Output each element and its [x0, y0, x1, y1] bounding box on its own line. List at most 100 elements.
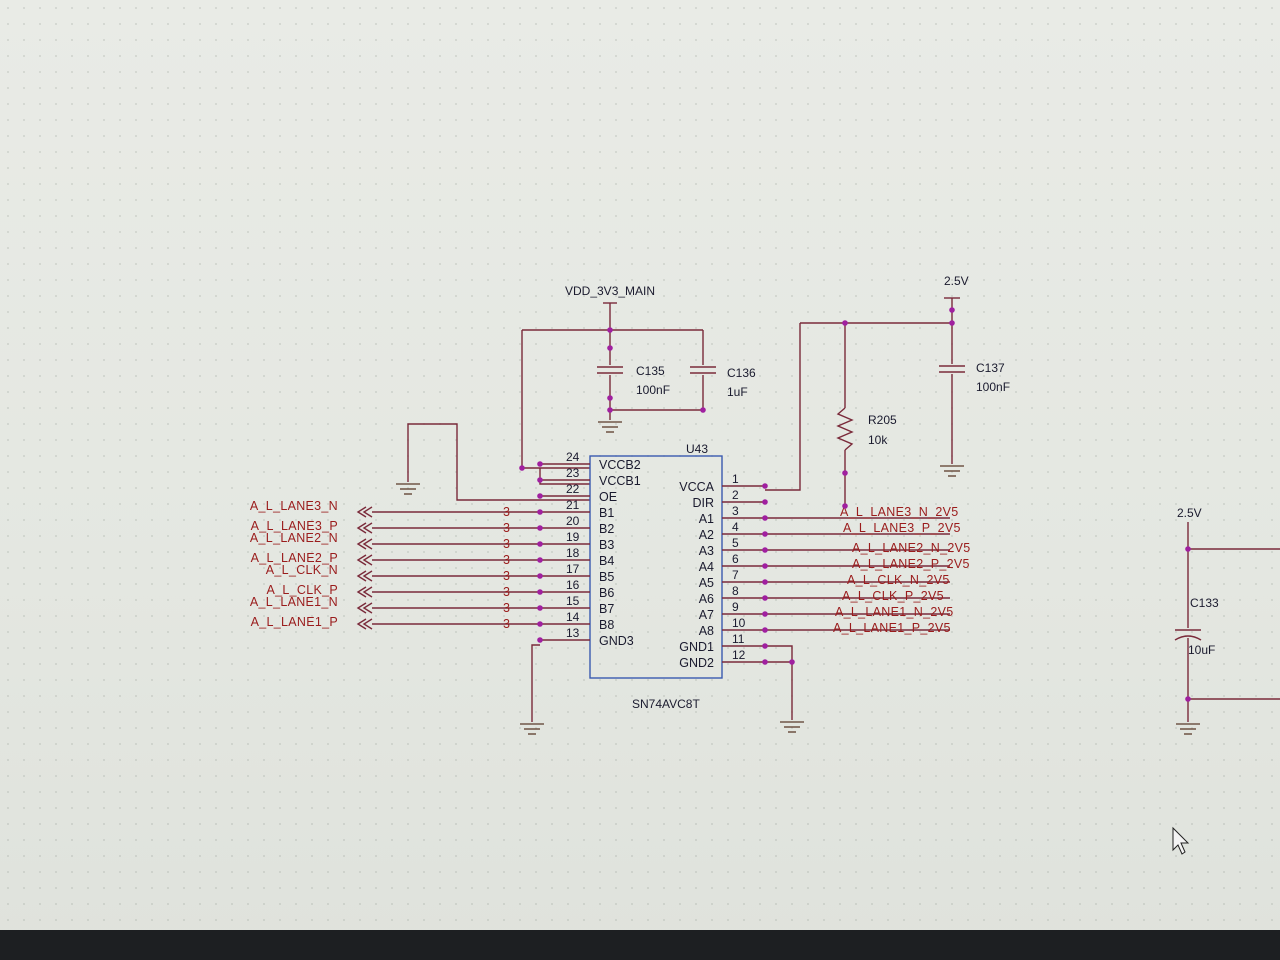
junction-dot [700, 407, 706, 413]
off-sheet-connector-icon [356, 618, 373, 630]
junction-dot [842, 470, 848, 476]
ic-pin-number-17: 17 [566, 562, 580, 576]
ic-pin-name-b5: B5 [599, 570, 614, 584]
left-net-label-3[interactable]: A_L_LANE2_N [250, 531, 338, 545]
off-sheet-connector-icon [356, 602, 373, 614]
c135-ref: C135 [636, 364, 665, 378]
capacitor-c136[interactable] [610, 330, 716, 411]
left-net-label-4[interactable]: A_L_LANE2_P [251, 551, 338, 565]
junction-dot [519, 465, 525, 471]
left-net-label-7[interactable]: A_L_LANE1_N [250, 595, 338, 609]
junction-dot [537, 541, 543, 547]
schematic-canvas[interactable]: VDD_3V3_MAIN C135 100nF C136 1uF [0, 0, 1280, 930]
off-sheet-connector-icon [356, 586, 373, 598]
right-net-label-2[interactable]: A_L_LANE3_P_2V5 [843, 521, 961, 535]
left-net-label-2[interactable]: A_L_LANE3_P [251, 519, 338, 533]
capacitor-c133[interactable] [1174, 522, 1280, 722]
ic-pin-name-dir: DIR [692, 496, 714, 510]
resistor-r205[interactable] [836, 323, 854, 506]
junction-dot [537, 637, 543, 643]
ic-pin-number-10: 10 [732, 616, 746, 630]
ic-pin-number-22: 22 [566, 482, 580, 496]
junction-dot [537, 525, 543, 531]
vdd-3v3-net-label[interactable]: VDD_3V3_MAIN [565, 284, 655, 298]
sheet-ref-8: 3 [503, 617, 510, 631]
ic-pin-name-b3: B3 [599, 538, 614, 552]
ic-pin-name-gnd2: GND2 [679, 656, 714, 670]
ic-pin-name-b8: B8 [599, 618, 614, 632]
ic-pin-number-15: 15 [566, 594, 580, 608]
junction-dot [537, 589, 543, 595]
junction-dot [762, 643, 768, 649]
ic-pin-name-a6: A6 [699, 592, 714, 606]
off-sheet-connector-icon [356, 522, 373, 534]
c137-value: 100nF [976, 380, 1010, 394]
junction-dot [537, 509, 543, 515]
sheet-ref-2: 3 [503, 521, 510, 535]
ic-reference: U43 [686, 442, 708, 456]
ic-u43-body[interactable] [589, 455, 723, 679]
vccb1-wire [539, 468, 590, 485]
off-sheet-connector-icon [356, 538, 373, 550]
monitor-bezel [0, 930, 1280, 960]
ic-pin-number-9: 9 [732, 600, 739, 614]
vcca-wire [765, 322, 952, 491]
ic-pin-number-19: 19 [566, 530, 580, 544]
junction-dot [762, 611, 768, 617]
right-net-label-6[interactable]: A_L_CLK_P_2V5 [842, 589, 944, 603]
junction-dot [949, 307, 955, 313]
junction-dot [1185, 696, 1191, 702]
junction-dot [762, 531, 768, 537]
right-net-label-8[interactable]: A_L_LANE1_P_2V5 [833, 621, 951, 635]
ic-pin-number-8: 8 [732, 584, 739, 598]
ground-symbol-gnd12 [780, 721, 804, 733]
junction-dot [949, 320, 955, 326]
sheet-ref-4: 3 [503, 553, 510, 567]
ground-symbol-c135 [598, 421, 622, 433]
junction-dot [607, 327, 613, 333]
junction-dot [762, 627, 768, 633]
ic-pin-number-21: 21 [566, 498, 580, 512]
left-net-label-1[interactable]: A_L_LANE3_N [250, 499, 338, 513]
junction-dot [789, 659, 795, 665]
sheet-ref-7: 3 [503, 601, 510, 615]
capacitor-c137[interactable] [939, 323, 965, 464]
sheet-ref-1: 3 [503, 505, 510, 519]
junction-dot [762, 563, 768, 569]
left-net-label-6[interactable]: A_L_CLK_P [267, 583, 339, 597]
right-net-label-5[interactable]: A_L_CLK_N_2V5 [847, 573, 950, 587]
junction-dot [762, 515, 768, 521]
right-net-label-3[interactable]: A_L_LANE2_N_2V5 [852, 541, 970, 555]
left-net-label-8[interactable]: A_L_LANE1_P [251, 615, 338, 629]
ic-pin-name-b7: B7 [599, 602, 614, 616]
left-net-label-5[interactable]: A_L_CLK_N [266, 563, 338, 577]
ic-pin-name-a2: A2 [699, 528, 714, 542]
rail-2v5-top-label[interactable]: 2.5V [944, 274, 969, 288]
c136-ref: C136 [727, 366, 756, 380]
rail-2v5-right-label[interactable]: 2.5V [1177, 506, 1202, 520]
ground-symbol-oe [396, 483, 420, 495]
ic-pin-number-14: 14 [566, 610, 580, 624]
sheet-ref-6: 3 [503, 585, 510, 599]
ic-pin-number-23: 23 [566, 466, 580, 480]
junction-dot [537, 621, 543, 627]
ic-left-pins: 24VCCB223VCCB122OE21B120B219B318B417B516… [540, 450, 641, 648]
junction-dot [762, 483, 768, 489]
right-net-label-4[interactable]: A_L_LANE2_P_2V5 [852, 557, 970, 571]
ic-pin-name-b4: B4 [599, 554, 614, 568]
ic-pin-number-2: 2 [732, 488, 739, 502]
junction-dot [1185, 546, 1191, 552]
right-net-label-1[interactable]: A_L_LANE3_N_2V5 [840, 505, 958, 519]
ic-pin-name-vccb1: VCCB1 [599, 474, 641, 488]
right-net-label-7[interactable]: A_L_LANE1_N_2V5 [835, 605, 953, 619]
ic-pin-number-11: 11 [732, 632, 745, 646]
ic-pin-number-4: 4 [732, 520, 739, 534]
c133-ref: C133 [1190, 596, 1219, 610]
capacitor-c135[interactable] [597, 330, 623, 420]
oe-tie-wire [407, 423, 590, 501]
junction-dot [537, 493, 543, 499]
ic-pin-number-5: 5 [732, 536, 739, 550]
ic-pin-number-20: 20 [566, 514, 580, 528]
